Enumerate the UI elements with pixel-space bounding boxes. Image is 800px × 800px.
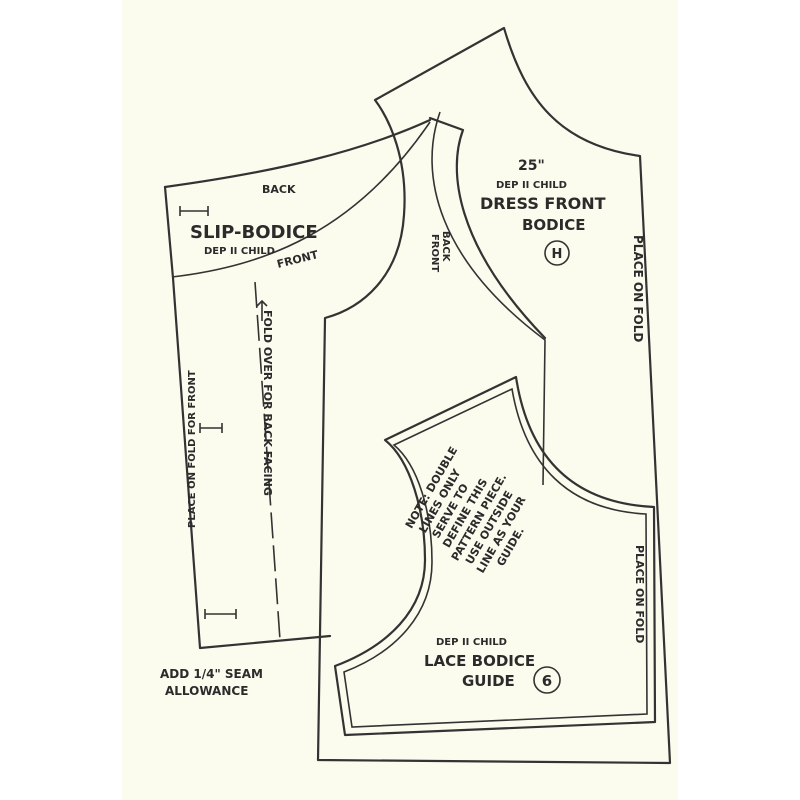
dress-front-label: FRONT (429, 234, 440, 272)
slip-bodice-markers (179, 206, 237, 619)
lace-subtitle: DEP II CHILD (436, 637, 507, 648)
notch-marker (199, 423, 223, 433)
dress-back-label: BACK (440, 231, 451, 263)
slip-bodice-left-edge (163, 185, 332, 650)
slip-place-on-fold: PLACE ON FOLD FOR FRONT (187, 370, 198, 528)
fold-arrow-icon (256, 299, 268, 321)
dress-title-line1: DRESS FRONT (480, 194, 606, 213)
lace-piece-number: 6 (542, 672, 552, 690)
lace-title-line2: GUIDE (462, 672, 515, 690)
notch-marker (204, 609, 237, 619)
piece-letter-circle (544, 240, 570, 266)
slip-back-label: BACK (262, 183, 296, 196)
slip-bodice-title: SLIP-BODICE (190, 222, 318, 243)
lace-bodice-piece (333, 375, 657, 737)
slip-bodice-fold-line (254, 281, 281, 641)
dress-size-label: 25" (518, 158, 545, 174)
dress-front-inner-armhole (431, 111, 546, 486)
lace-title-line1: LACE BODICE (424, 652, 535, 670)
dress-front-armhole-double-line (428, 116, 547, 340)
seam-allowance-line2: ALLOWANCE (165, 684, 248, 698)
lace-bodice-outer-line (333, 375, 657, 737)
notch-marker (179, 206, 209, 216)
dress-subtitle: DEP II CHILD (496, 180, 567, 191)
lace-bodice-inner-line (343, 387, 648, 728)
piece-number-circle (533, 666, 561, 694)
slip-bodice-subtitle: DEP II CHILD (204, 246, 275, 257)
dress-piece-letter: H (552, 247, 563, 262)
dress-front-outline (316, 26, 672, 765)
lace-place-on-fold: PLACE ON FOLD (633, 545, 646, 643)
slip-fold-instruction: FOLD OVER FOR BACK FACING (261, 310, 274, 496)
seam-allowance-line1: ADD 1/4" SEAM (160, 667, 263, 681)
slip-bodice-top-edge (163, 118, 432, 189)
dress-front-bodice-piece (316, 26, 672, 765)
dress-place-on-fold: PLACE ON FOLD (631, 235, 645, 342)
dress-title-line2: BODICE (522, 216, 585, 234)
